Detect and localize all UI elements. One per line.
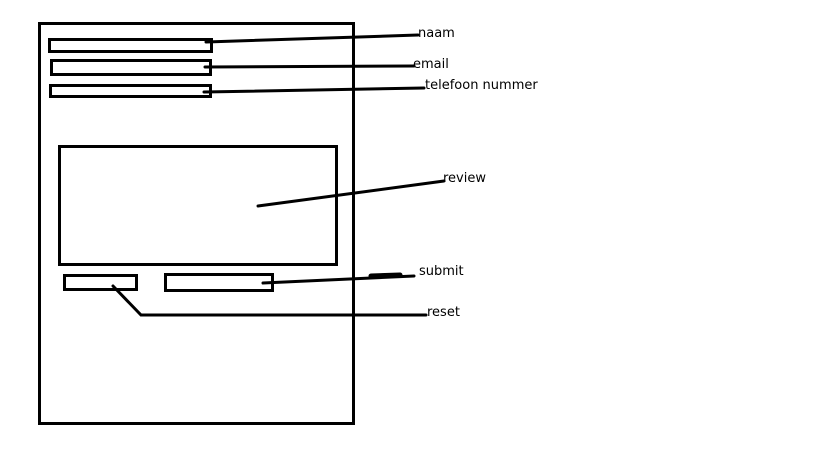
- submit-button-box[interactable]: [164, 273, 274, 292]
- phone-label: telefoon nummer: [425, 78, 538, 93]
- submit-leader-accent: [368, 272, 403, 279]
- email-input-box[interactable]: [50, 59, 212, 76]
- form-frame: [38, 22, 355, 425]
- reset-button-box[interactable]: [63, 274, 138, 291]
- submit-label: submit: [419, 264, 464, 279]
- review-textarea-box[interactable]: [58, 145, 338, 266]
- name-input-box[interactable]: [48, 38, 213, 53]
- review-label: review: [443, 171, 486, 186]
- phone-input-box[interactable]: [49, 84, 212, 98]
- name-label: naam: [418, 26, 455, 41]
- email-label: email: [413, 57, 449, 72]
- reset-label: reset: [427, 305, 460, 320]
